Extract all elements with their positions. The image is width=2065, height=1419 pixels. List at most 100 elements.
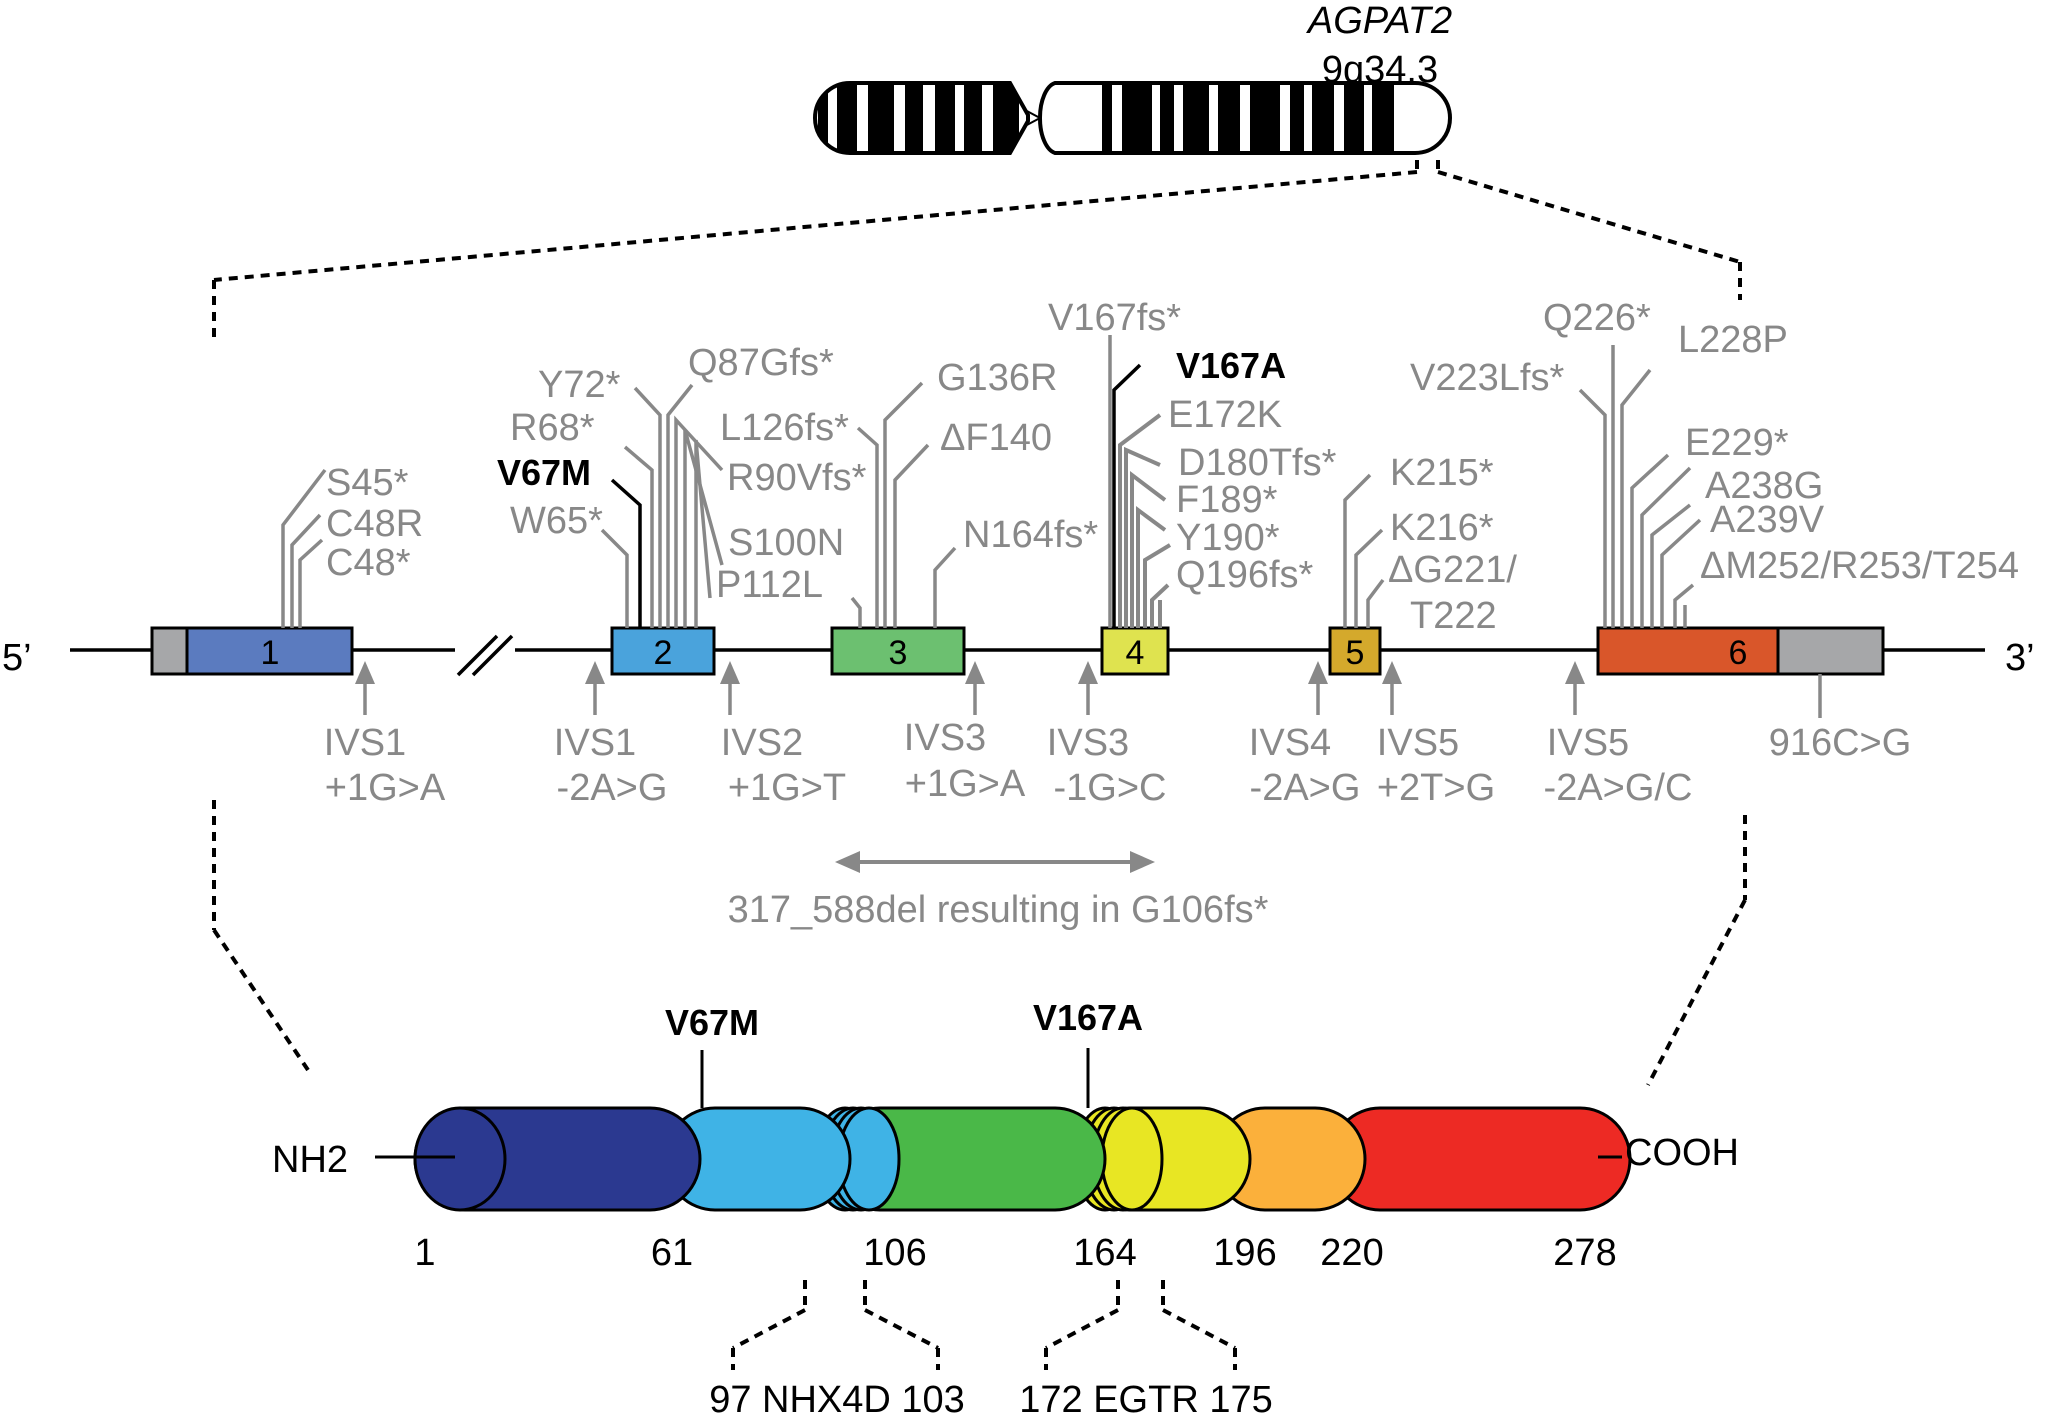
exon-6: 6 (1596, 626, 1780, 676)
mutation-K215: K215* (1390, 452, 1494, 494)
splice-8-line2: -2A>G/C (1544, 767, 1693, 809)
mutation-R90Vfs: R90Vfs* (727, 457, 867, 499)
three-utr (1776, 626, 1885, 676)
exon-5: 5 (1328, 626, 1382, 676)
protein-cylinder (413, 1106, 1632, 1212)
mutation-N164fs: N164fs* (963, 514, 1098, 556)
splice-2-line2: -2A>G (557, 767, 668, 809)
protein-mutation-V167A: V167A (1033, 997, 1143, 1038)
deletion-label: 317_588del resulting in G106fs* (728, 889, 1269, 931)
protein-segment-6 (1328, 1106, 1632, 1212)
splice-site-5: IVS3 -1G>C (1047, 661, 1167, 809)
mutation-A238G: A238G (1705, 465, 1823, 507)
protein-mutation-V67M: V67M (665, 1002, 759, 1043)
mutation-L228P: L228P (1678, 319, 1788, 361)
mutation-T222: T222 (1410, 595, 1497, 637)
chromosome-ideogram (813, 81, 1452, 155)
exon-6-label: 6 (1729, 634, 1748, 672)
mutation-L126fs: L126fs* (720, 407, 849, 449)
motif-callouts (731, 1280, 1237, 1370)
position-61: 61 (651, 1232, 693, 1274)
splice-6-line2: -2A>G (1250, 767, 1361, 809)
mutation-R68: R68* (510, 407, 595, 449)
mutation-V223Lfs: V223Lfs* (1410, 357, 1564, 399)
exon-5-label: 5 (1346, 634, 1365, 672)
splice-1-line1: IVS1 (324, 722, 406, 764)
position-106: 106 (863, 1232, 926, 1274)
mutation-E229: E229* (1685, 422, 1789, 464)
exon-4-mutations: V167fs* V167A E172K D180Tfs* F189* Y190*… (1048, 297, 1337, 628)
deletion-arrow (835, 851, 1155, 873)
mutation-V167fs: V167fs* (1048, 297, 1181, 339)
splice-site-3: IVS2 +1G>T (720, 661, 846, 809)
mutation-Q87Gfs: Q87Gfs* (688, 342, 834, 384)
motif-EGTR: 172 EGTR 175 (1019, 1379, 1272, 1419)
splice-sites: IVS1 +1G>A IVS1 -2A>G IVS2 +1G>T IVS3 +1… (324, 661, 1693, 809)
exon-3-mutations: G136R L126fs* ΔF140 N164fs* (720, 357, 1098, 628)
splice-4-line2: +1G>A (905, 763, 1026, 805)
splice-4-line1: IVS3 (904, 717, 986, 759)
mutation-V167A: V167A (1176, 345, 1286, 386)
position-278: 278 (1553, 1232, 1616, 1274)
splice-3-line1: IVS2 (721, 722, 803, 764)
splice-site-1: IVS1 +1G>A (324, 661, 446, 809)
chromosome-band: 9q34.3 (1322, 49, 1438, 91)
exon-1-label: 1 (261, 634, 280, 672)
mutation-V67M: V67M (497, 452, 591, 493)
exon-2-mutations: Y72* Q87Gfs* R68* V67M R90Vfs* W65* S100… (497, 342, 867, 628)
intron-break-mark (455, 634, 515, 677)
mutation-Y190: Y190* (1176, 517, 1280, 559)
splice-7-line2: +2T>G (1377, 767, 1495, 809)
position-1: 1 (414, 1232, 435, 1274)
motif-NHX4D: 97 NHX4D 103 (709, 1379, 965, 1419)
mutation-G136R: G136R (937, 357, 1057, 399)
mutation-C48stop: C48* (326, 542, 411, 584)
exon-5-mutations: K215* K216* ΔG221/ T222 (1343, 452, 1517, 637)
splice-site-6: IVS4 -2A>G (1249, 661, 1361, 809)
mutation-P112L: P112L (716, 564, 823, 606)
mutation-A239V: A239V (1710, 499, 1825, 541)
utr-variant-label: 916C>G (1769, 722, 1912, 764)
mutation-W65: W65* (510, 500, 603, 542)
mutation-dG221: ΔG221/ (1388, 549, 1517, 591)
splice-8-line1: IVS5 (1547, 722, 1629, 764)
protein-n-cap (413, 1106, 507, 1212)
zoom-lines (212, 160, 1747, 1086)
mutation-D180Tfs: D180Tfs* (1178, 442, 1337, 484)
exon-1-mutations: S45* C48R C48* (281, 462, 423, 628)
exon-4: 4 (1100, 626, 1170, 676)
mutation-Q196fs: Q196fs* (1176, 554, 1314, 596)
splice-5-line2: -1G>C (1054, 767, 1167, 809)
exon-2-label: 2 (654, 634, 673, 672)
exon-3-label: 3 (889, 634, 908, 672)
position-220: 220 (1320, 1232, 1383, 1274)
splice-3-line2: +1G>T (728, 767, 846, 809)
mutation-S45: S45* (326, 462, 409, 504)
position-164: 164 (1073, 1232, 1136, 1274)
five-utr (150, 626, 189, 676)
splice-6-line1: IVS4 (1249, 722, 1331, 764)
splice-site-2: IVS1 -2A>G (554, 661, 668, 809)
mutation-S100N: S100N (728, 522, 844, 564)
splice-site-7: IVS5 +2T>G (1377, 661, 1495, 809)
five-prime-label: 5’ (2, 637, 32, 679)
protein-positions: 1 61 106 164 196 220 278 (414, 1232, 1616, 1274)
mutation-F189: F189* (1176, 479, 1278, 521)
splice-site-4: IVS3 +1G>A (904, 661, 1026, 805)
chromosome-long-arm (1095, 83, 1450, 153)
mutation-C48R: C48R (326, 503, 423, 545)
three-prime-label: 3’ (2005, 637, 2035, 679)
mutation-E172K: E172K (1168, 394, 1282, 436)
exon-2: 2 (610, 626, 716, 676)
n-terminus-label: NH2 (272, 1139, 348, 1181)
splice-7-line1: IVS5 (1377, 722, 1459, 764)
mutation-dF140: ΔF140 (940, 417, 1052, 459)
mutation-Q226: Q226* (1543, 297, 1651, 339)
mutation-dM252: ΔM252/R253/T254 (1700, 545, 2019, 587)
splice-1-line2: +1G>A (325, 767, 446, 809)
exon-1: 1 (185, 626, 354, 676)
position-196: 196 (1213, 1232, 1276, 1274)
mutation-Y72: Y72* (538, 364, 621, 406)
exon-4-label: 4 (1126, 634, 1145, 672)
